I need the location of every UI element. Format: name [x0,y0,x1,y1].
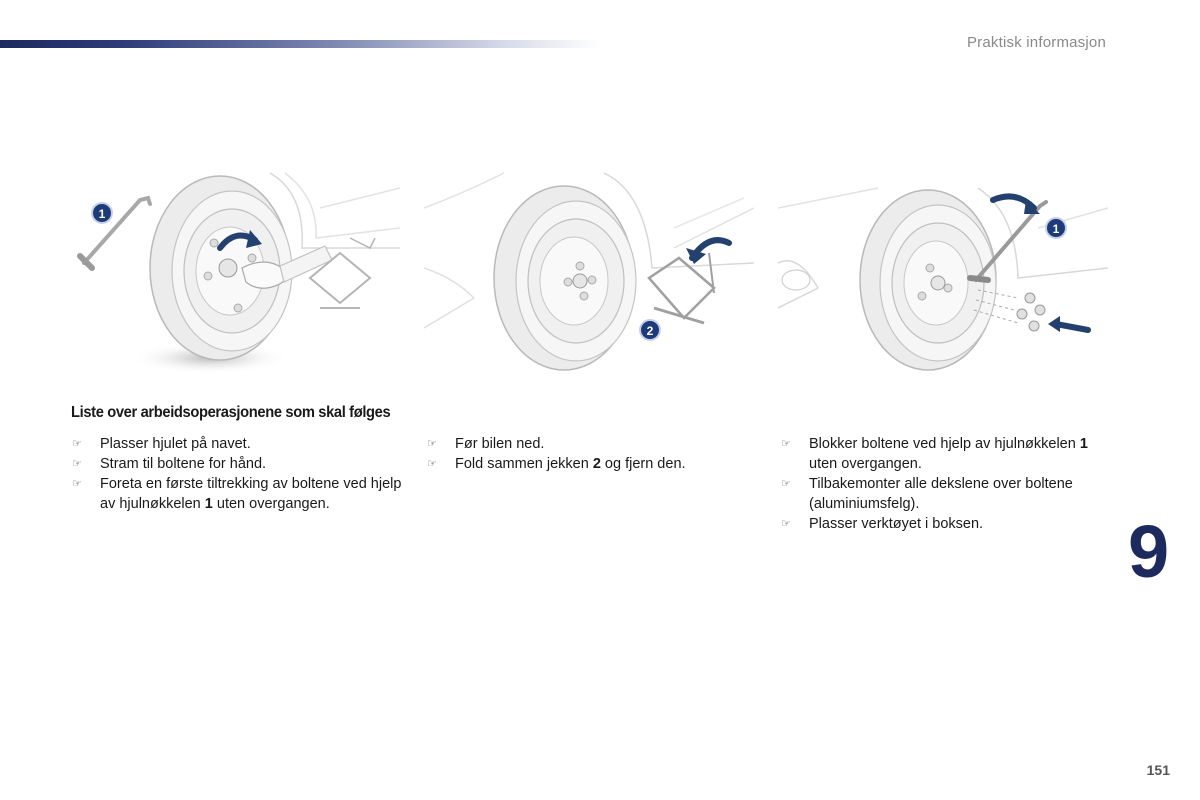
illustration-block-bolts: 1 [778,168,1108,383]
list-item: ☞Før bilen ned. [427,436,545,452]
pointing-hand-icon: ☞ [781,518,791,530]
page-number: 151 [1146,762,1170,778]
pointing-hand-icon: ☞ [72,478,82,490]
list-item: ☞Tilbakemonter alle dekslene over bolten… [781,476,1073,512]
callout-1: 1 [99,207,106,221]
steps-column-2: ☞Før bilen ned. ☞Fold sammen jekken 2 og… [427,434,757,474]
section-title: Praktisk informasjon [966,34,1106,51]
pointing-hand-icon: ☞ [427,438,437,450]
illustration-lower-car: 2 [424,168,754,383]
steps-column-1: ☞Plasser hjulet på navet. ☞Stram til bol… [72,434,402,514]
procedure-heading: Liste over arbeidsoperasjonene som skal … [71,404,391,421]
pointing-hand-icon: ☞ [781,478,791,490]
list-item: ☞Blokker boltene ved hjelp av hjulnøkkel… [781,436,1088,472]
list-item: ☞Plasser hjulet på navet. [72,436,251,452]
list-item: ☞Stram til boltene for hånd. [72,456,267,472]
pointing-hand-icon: ☞ [427,458,437,470]
pointing-hand-icon: ☞ [72,438,82,450]
list-item: ☞Fold sammen jekken 2 og fjern den. [427,456,686,472]
steps-column-3: ☞Blokker boltene ved hjelp av hjulnøkkel… [781,434,1111,534]
list-item: ☞Foreta en første tiltrekking av boltene… [72,476,402,512]
callout-1-wrench: 1 [1053,222,1060,236]
header-accent-bar [0,40,600,48]
callout-2: 2 [647,324,654,338]
list-item: ☞Plasser verktøyet i boksen. [781,516,984,532]
illustration-tighten-by-hand: 1 [70,168,400,383]
pointing-hand-icon: ☞ [781,438,791,450]
pointing-hand-icon: ☞ [72,458,82,470]
chapter-number: 9 [1128,510,1170,593]
